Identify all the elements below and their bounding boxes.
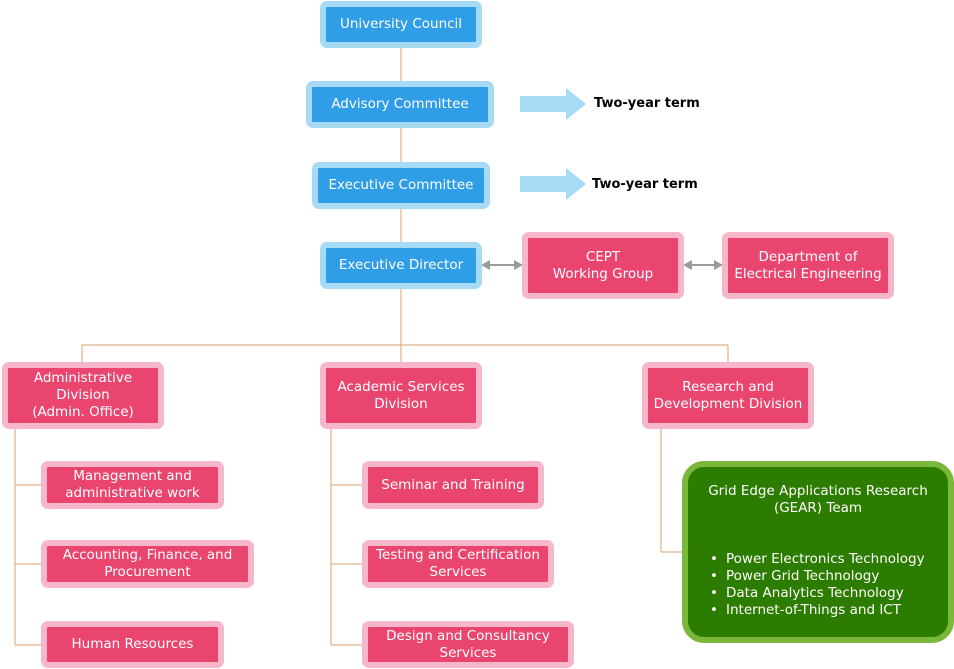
gear-item-power-grid: Power Grid Technology bbox=[710, 568, 948, 585]
advisory-committee-box: Advisory Committee bbox=[306, 81, 494, 128]
executive-director-box: Executive Director bbox=[320, 242, 482, 289]
management-admin-work-box: Management and administrative work bbox=[41, 461, 224, 509]
research-division-line-2: Development Division bbox=[653, 395, 803, 412]
department-line-1: Department of bbox=[758, 248, 858, 265]
double-arrow-head-left-1 bbox=[481, 260, 490, 270]
academic-services-division-box: Academic Services Division bbox=[320, 362, 482, 429]
department-line-2: Electrical Engineering bbox=[734, 265, 882, 282]
gear-technology-list: Power Electronics Technology Power Grid … bbox=[710, 551, 948, 620]
admin-unit-1-line-1: Management and bbox=[73, 468, 192, 485]
term-arrow-advisory bbox=[520, 88, 586, 120]
admin-division-line-1: Administrative bbox=[33, 370, 133, 387]
admin-unit-2-line-1: Accounting, Finance, and bbox=[62, 547, 233, 564]
admin-division-line-2: Division bbox=[56, 387, 110, 404]
advisory-term-label: Two-year term bbox=[594, 96, 700, 111]
academic-unit-2-line-1: Testing and Certification bbox=[376, 547, 540, 564]
advisory-committee-label: Advisory Committee bbox=[331, 96, 469, 113]
executive-director-label: Executive Director bbox=[338, 257, 464, 274]
gear-title: Grid Edge Applications Research (GEAR) T… bbox=[688, 483, 948, 517]
human-resources-box: Human Resources bbox=[41, 621, 224, 668]
admin-unit-3-line-1: Human Resources bbox=[71, 636, 194, 653]
executive-committee-label: Executive Committee bbox=[328, 177, 474, 194]
research-development-division-box: Research and Development Division bbox=[642, 362, 814, 429]
academic-division-line-2: Division bbox=[374, 395, 428, 412]
administrative-division-box: Administrative Division (Admin. Office) bbox=[2, 362, 164, 429]
seminar-training-box: Seminar and Training bbox=[362, 461, 544, 509]
academic-unit-3-line-1: Design and Consultancy bbox=[386, 627, 550, 644]
cept-working-group-box: CEPT Working Group bbox=[522, 232, 684, 299]
admin-unit-1-line-2: administrative work bbox=[65, 485, 200, 501]
research-division-line-1: Research and bbox=[682, 378, 774, 395]
double-arrow-head-left-2 bbox=[683, 260, 692, 270]
gear-item-data-analytics: Data Analytics Technology bbox=[710, 585, 948, 602]
executive-term-label: Two-year term bbox=[592, 177, 698, 192]
cept-line-1: CEPT bbox=[585, 248, 621, 265]
testing-certification-box: Testing and Certification Services bbox=[362, 540, 554, 588]
accounting-finance-procurement-box: Accounting, Finance, and Procurement bbox=[41, 540, 254, 588]
executive-committee-box: Executive Committee bbox=[312, 162, 490, 209]
design-consultancy-box: Design and Consultancy Services bbox=[362, 621, 574, 668]
double-arrow-head-right-1 bbox=[514, 260, 523, 270]
academic-unit-3-line-2: Services bbox=[439, 644, 497, 661]
double-arrow-head-right-2 bbox=[714, 260, 723, 270]
gear-item-power-electronics: Power Electronics Technology bbox=[710, 551, 948, 568]
gear-title-line-2: (GEAR) Team bbox=[773, 499, 863, 516]
admin-unit-2-line-2: Procurement bbox=[104, 564, 191, 580]
university-council-box: University Council bbox=[320, 1, 482, 48]
academic-division-line-1: Academic Services bbox=[337, 378, 465, 395]
cept-line-2: Working Group bbox=[552, 265, 654, 282]
gear-title-line-1: Grid Edge Applications Research bbox=[708, 483, 928, 499]
department-ee-box: Department of Electrical Engineering bbox=[722, 232, 894, 299]
academic-unit-1-line-1: Seminar and Training bbox=[381, 476, 525, 493]
academic-unit-2-line-2: Services bbox=[429, 564, 487, 580]
admin-division-line-3: (Admin. Office) bbox=[32, 403, 134, 420]
university-council-label: University Council bbox=[339, 16, 463, 33]
term-arrow-executive bbox=[520, 168, 586, 200]
gear-team-box: Grid Edge Applications Research (GEAR) T… bbox=[682, 461, 954, 643]
gear-item-iot-ict: Internet-of-Things and ICT bbox=[710, 602, 948, 619]
